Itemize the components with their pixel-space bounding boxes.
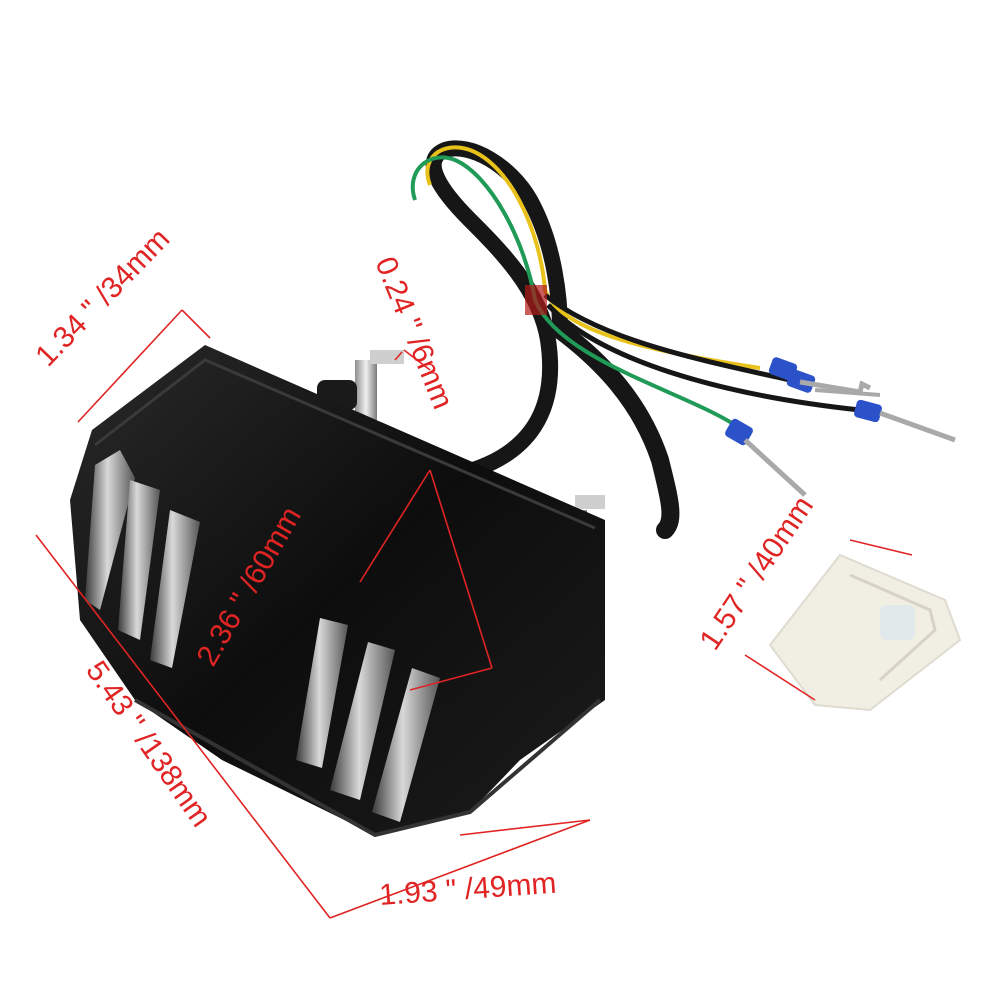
- dimension-height-label: 1.34 " /34mm: [29, 222, 176, 373]
- tail-light-housing: [70, 345, 605, 838]
- dimension-lines: [35, 309, 913, 919]
- led-lenses: [85, 450, 440, 822]
- wire-harness: [410, 140, 861, 539]
- wire-terminals: [725, 357, 956, 497]
- wire-connector: [768, 553, 962, 712]
- dimension-width-label: 1.93 " /49mm: [378, 867, 557, 912]
- dimension-bolt-label: 0.24 " /6mm: [369, 252, 460, 413]
